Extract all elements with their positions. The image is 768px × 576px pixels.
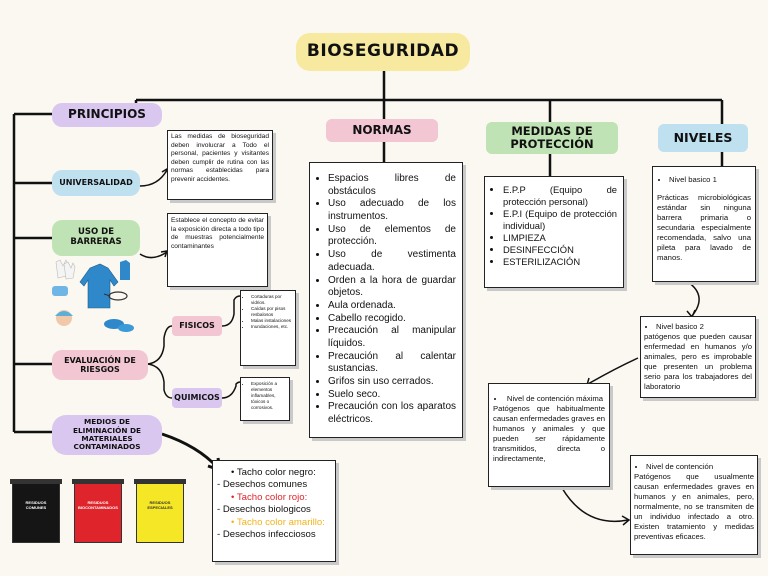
nivel2-text: patógenos que pueden causar enfermedad e… xyxy=(644,332,752,391)
medidas-item: DESINFECCIÓN xyxy=(503,244,617,256)
normas-item: Orden a la hora de guardar objetos. xyxy=(328,275,456,300)
medios-lines: • Tacho color negro:- Desechos comunes• … xyxy=(217,467,331,542)
fisicos-item: Inundaciones, etc. xyxy=(251,324,293,330)
medios-line: - Desechos infecciosos xyxy=(217,529,316,541)
medidas-item: E.P.P (Equipo de protección personal) xyxy=(503,184,617,208)
waste-bin-lid xyxy=(134,479,186,484)
normas-item: Precaución al calentar sustancias. xyxy=(328,351,456,376)
quimicos-list-box: Exposición a elementos inflamables, tóxi… xyxy=(240,377,290,421)
nivel-contencion-text: Patógenos que usualmente causan enfermed… xyxy=(634,472,754,541)
nivel-contencion-box: Nivel de contención Patógenos que usualm… xyxy=(630,455,758,555)
niveles-badge: NIVELES xyxy=(658,124,748,152)
nivel1-text: Prácticas microbiológicas estándar sin n… xyxy=(657,193,751,262)
fisicos-badge: FISICOS xyxy=(172,316,222,336)
medios-line: - Desechos comunes xyxy=(217,479,308,491)
fisicos-item: Caídas por pisos resbalosos xyxy=(251,306,293,318)
quimicos-label: QUIMICOS xyxy=(174,393,220,403)
medidas-badge: MEDIDAS DE PROTECCIÓN xyxy=(486,122,618,154)
normas-item: Grifos sin uso cerrados. xyxy=(328,376,456,389)
waste-bin: RESIDUOS ESPECIALES xyxy=(136,483,184,543)
normas-item: Uso de elementos de protección. xyxy=(328,224,456,249)
medios-line: • Tacho color rojo: xyxy=(231,491,308,503)
nivel1-box: Nivel basico 1 Prácticas microbiológicas… xyxy=(652,166,756,282)
ppe-gloves-icon xyxy=(52,259,134,332)
normas-item: Espacios libres de obstáculos xyxy=(328,173,456,198)
medidas-item: ESTERILIZACIÓN xyxy=(503,256,617,268)
title-badge: BIOSEGURIDAD xyxy=(296,33,470,71)
medios-list-box: • Tacho color negro:- Desechos comunes• … xyxy=(212,460,336,562)
normas-item: Uso adecuado de los instrumentos. xyxy=(328,198,456,223)
niveles-label: NIVELES xyxy=(673,129,733,145)
fisicos-list-box: Cortaduras por vidrios.Caídas por pisos … xyxy=(240,290,296,366)
nivel-maxima-box: Nivel de contención máxima Patógenos que… xyxy=(488,383,610,487)
normas-item: Uso de vestimenta adecuada. xyxy=(328,249,456,274)
normas-badge: NORMAS xyxy=(326,119,438,142)
universalidad-label: UNIVERSALIDAD xyxy=(59,178,133,188)
medios-line: • Tacho color negro: xyxy=(231,467,316,478)
medidas-label: MEDIDAS DE PROTECCIÓN xyxy=(510,123,594,151)
normas-list: Espacios libres de obstáculosUso adecuad… xyxy=(314,173,456,427)
normas-item: Precaución al manipular líquidos. xyxy=(328,325,456,350)
nivel1-title: Nivel basico 1 xyxy=(669,175,751,185)
nivel-maxima-title: Nivel de contención máxima xyxy=(505,394,605,404)
barreras-text-box: Establece el concepto de evitar la expos… xyxy=(167,213,268,287)
barreras-badge: USO DE BARRERAS xyxy=(52,220,140,256)
quimicos-list: Exposición a elementos inflamables, tóxi… xyxy=(243,381,287,411)
fisicos-item: Malas instalaciones xyxy=(251,318,293,324)
barreras-text: Establece el concepto de evitar la expos… xyxy=(171,217,264,250)
quimicos-badge: QUIMICOS xyxy=(172,388,222,408)
ppe-illustrations xyxy=(50,258,150,338)
principios-label: PRINCIPIOS xyxy=(68,107,146,122)
nivel2-box: Nivel basico 2 patógenos que pueden caus… xyxy=(640,316,756,398)
medidas-list-box: E.P.P (Equipo de protección personal)E.P… xyxy=(484,176,624,288)
waste-bin-label: RESIDUOS ESPECIALES xyxy=(147,500,173,510)
principios-badge: PRINCIPIOS xyxy=(52,103,162,127)
normas-item: Cabello recogido. xyxy=(328,313,456,326)
evaluacion-badge: EVALUACIÓN DE RIESGOS xyxy=(52,350,148,380)
waste-bin-label: RESIDUOS BIOCONTAMINADOS xyxy=(78,500,118,510)
universalidad-text-box: Las medidas de bioseguridad deben involu… xyxy=(167,130,273,200)
medidas-item: E.P.I (Equipo de protección individual) xyxy=(503,208,617,232)
waste-bin: RESIDUOS COMUNES xyxy=(12,483,60,543)
waste-bin-lid xyxy=(10,479,62,484)
universalidad-badge: UNIVERSALIDAD xyxy=(52,170,140,196)
quimicos-item: Exposición a elementos inflamables, tóxi… xyxy=(251,381,287,411)
nivel-maxima-text: Patógenos que habitualmente causan enfer… xyxy=(493,404,605,463)
fisicos-label: FISICOS xyxy=(179,321,215,331)
normas-item: Suelo seco. xyxy=(328,389,456,402)
normas-list-box: Espacios libres de obstáculosUso adecuad… xyxy=(309,162,463,438)
medios-line: • Tacho color amarillo: xyxy=(231,516,325,528)
normas-item: Aula ordenada. xyxy=(328,300,456,313)
medios-label: MEDIOS DE ELIMINACIÓN DE MATERIALES CONT… xyxy=(72,417,142,452)
fisicos-list: Cortaduras por vidrios.Caídas por pisos … xyxy=(243,294,293,330)
evaluacion-label: EVALUACIÓN DE RIESGOS xyxy=(64,355,136,374)
medios-badge: MEDIOS DE ELIMINACIÓN DE MATERIALES CONT… xyxy=(52,415,162,455)
nivel2-title: Nivel basico 2 xyxy=(656,322,752,332)
normas-item: Precaución con los aparatos eléctricos. xyxy=(328,401,456,426)
medidas-item: LIMPIEZA xyxy=(503,232,617,244)
waste-bin-label: RESIDUOS COMUNES xyxy=(25,500,47,510)
title-text: BIOSEGURIDAD xyxy=(306,41,460,62)
medios-line: - Desechos biologicos xyxy=(217,504,311,516)
waste-bin: RESIDUOS BIOCONTAMINADOS xyxy=(74,483,122,543)
fisicos-item: Cortaduras por vidrios. xyxy=(251,294,293,306)
normas-label: NORMAS xyxy=(352,122,412,137)
waste-bin-lid xyxy=(72,479,124,484)
barreras-label: USO DE BARRERAS xyxy=(70,227,122,247)
nivel-contencion-title: Nivel de contención xyxy=(646,462,754,472)
medidas-list: E.P.P (Equipo de protección personal)E.P… xyxy=(489,184,617,268)
universalidad-text: Las medidas de bioseguridad deben involu… xyxy=(171,133,269,183)
